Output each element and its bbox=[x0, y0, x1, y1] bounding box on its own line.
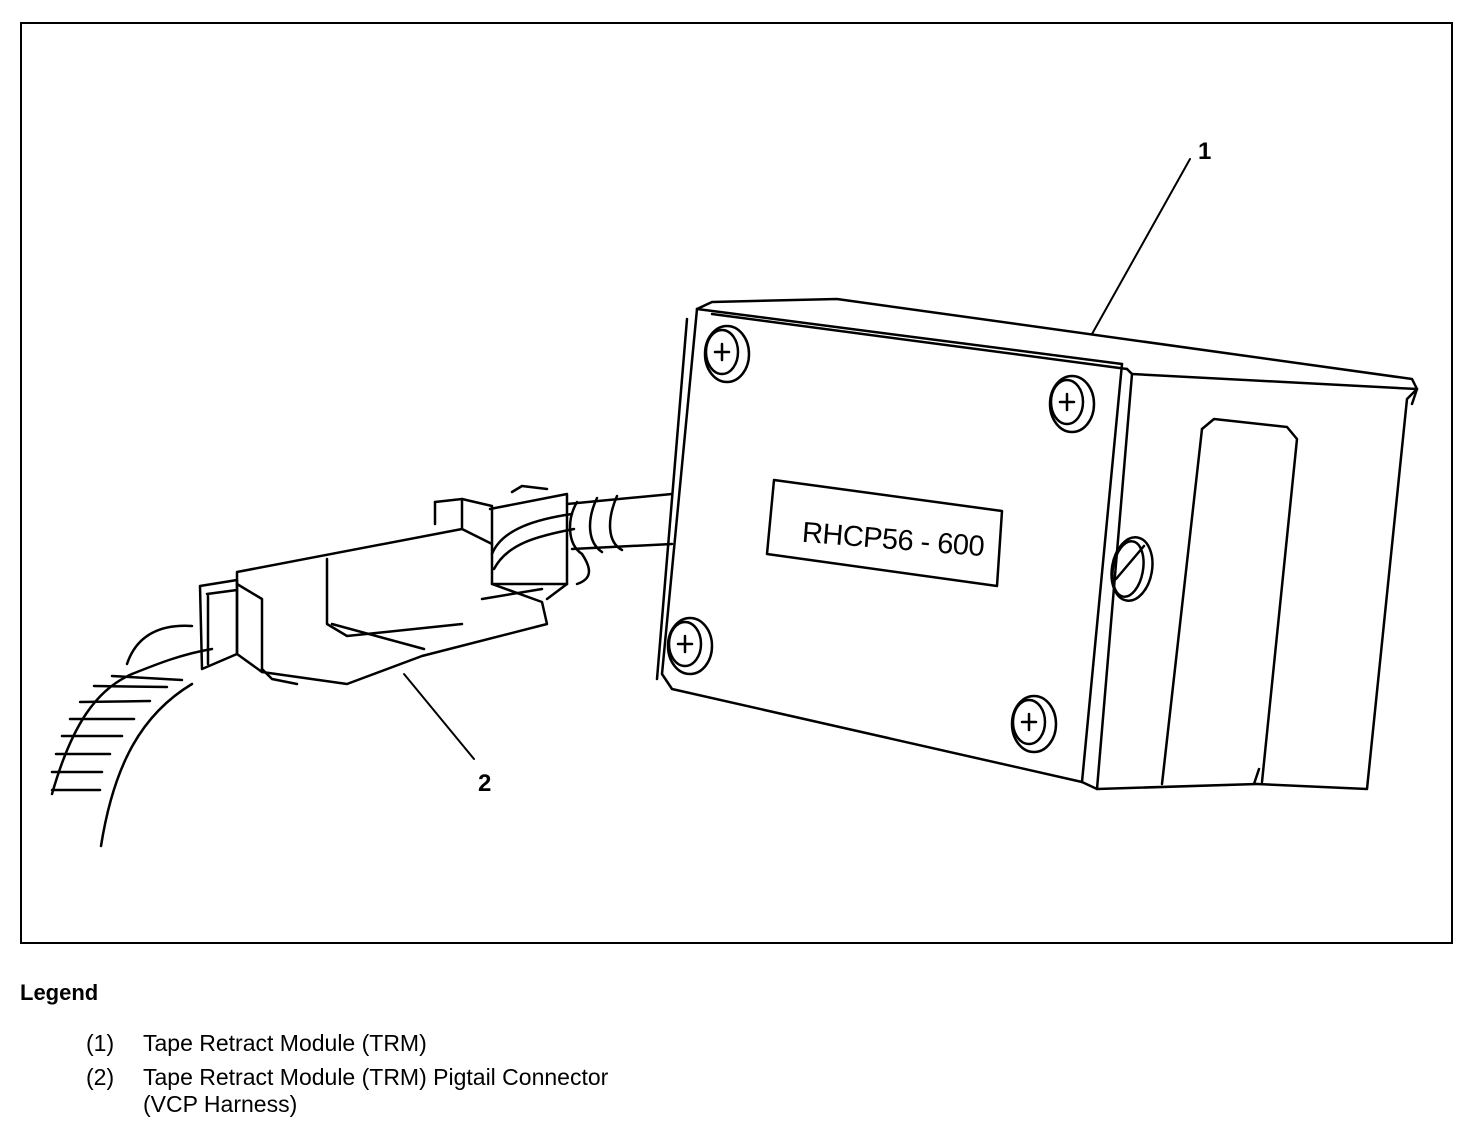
legend-item: (1) Tape Retract Module (TRM) bbox=[86, 1030, 1440, 1057]
trm-module bbox=[655, 297, 1419, 791]
legend-item-number: (1) bbox=[86, 1030, 115, 1057]
legend-item: (2) Tape Retract Module (TRM) Pigtail Co… bbox=[86, 1064, 1440, 1118]
leader-line-1 bbox=[1091, 158, 1191, 335]
legend-item-number: (2) bbox=[86, 1064, 115, 1091]
legend-list: (1) Tape Retract Module (TRM) (2) Tape R… bbox=[20, 1030, 1440, 1118]
legend-item-text: Tape Retract Module (TRM) Pigtail Connec… bbox=[143, 1064, 609, 1118]
figure-frame: RHCP56 - 600 1 2 bbox=[20, 22, 1453, 944]
leader-line-2 bbox=[403, 673, 475, 760]
module-label-box bbox=[765, 478, 1004, 588]
legend-item-text: Tape Retract Module (TRM) bbox=[143, 1030, 427, 1057]
screw-bottom-right bbox=[1010, 694, 1058, 754]
pigtail-connector bbox=[198, 484, 569, 686]
legend: Legend (1) Tape Retract Module (TRM) (2)… bbox=[20, 980, 1440, 1125]
screw-top-left bbox=[703, 324, 751, 384]
trm-illustration bbox=[50, 158, 1419, 848]
screw-bottom-left bbox=[666, 616, 714, 676]
callout-2: 2 bbox=[478, 770, 492, 797]
harness-cable bbox=[50, 624, 214, 848]
screw-top-right bbox=[1048, 374, 1096, 434]
callout-1: 1 bbox=[1198, 138, 1212, 165]
legend-title: Legend bbox=[20, 980, 99, 1005]
wire-bundle bbox=[490, 492, 674, 586]
